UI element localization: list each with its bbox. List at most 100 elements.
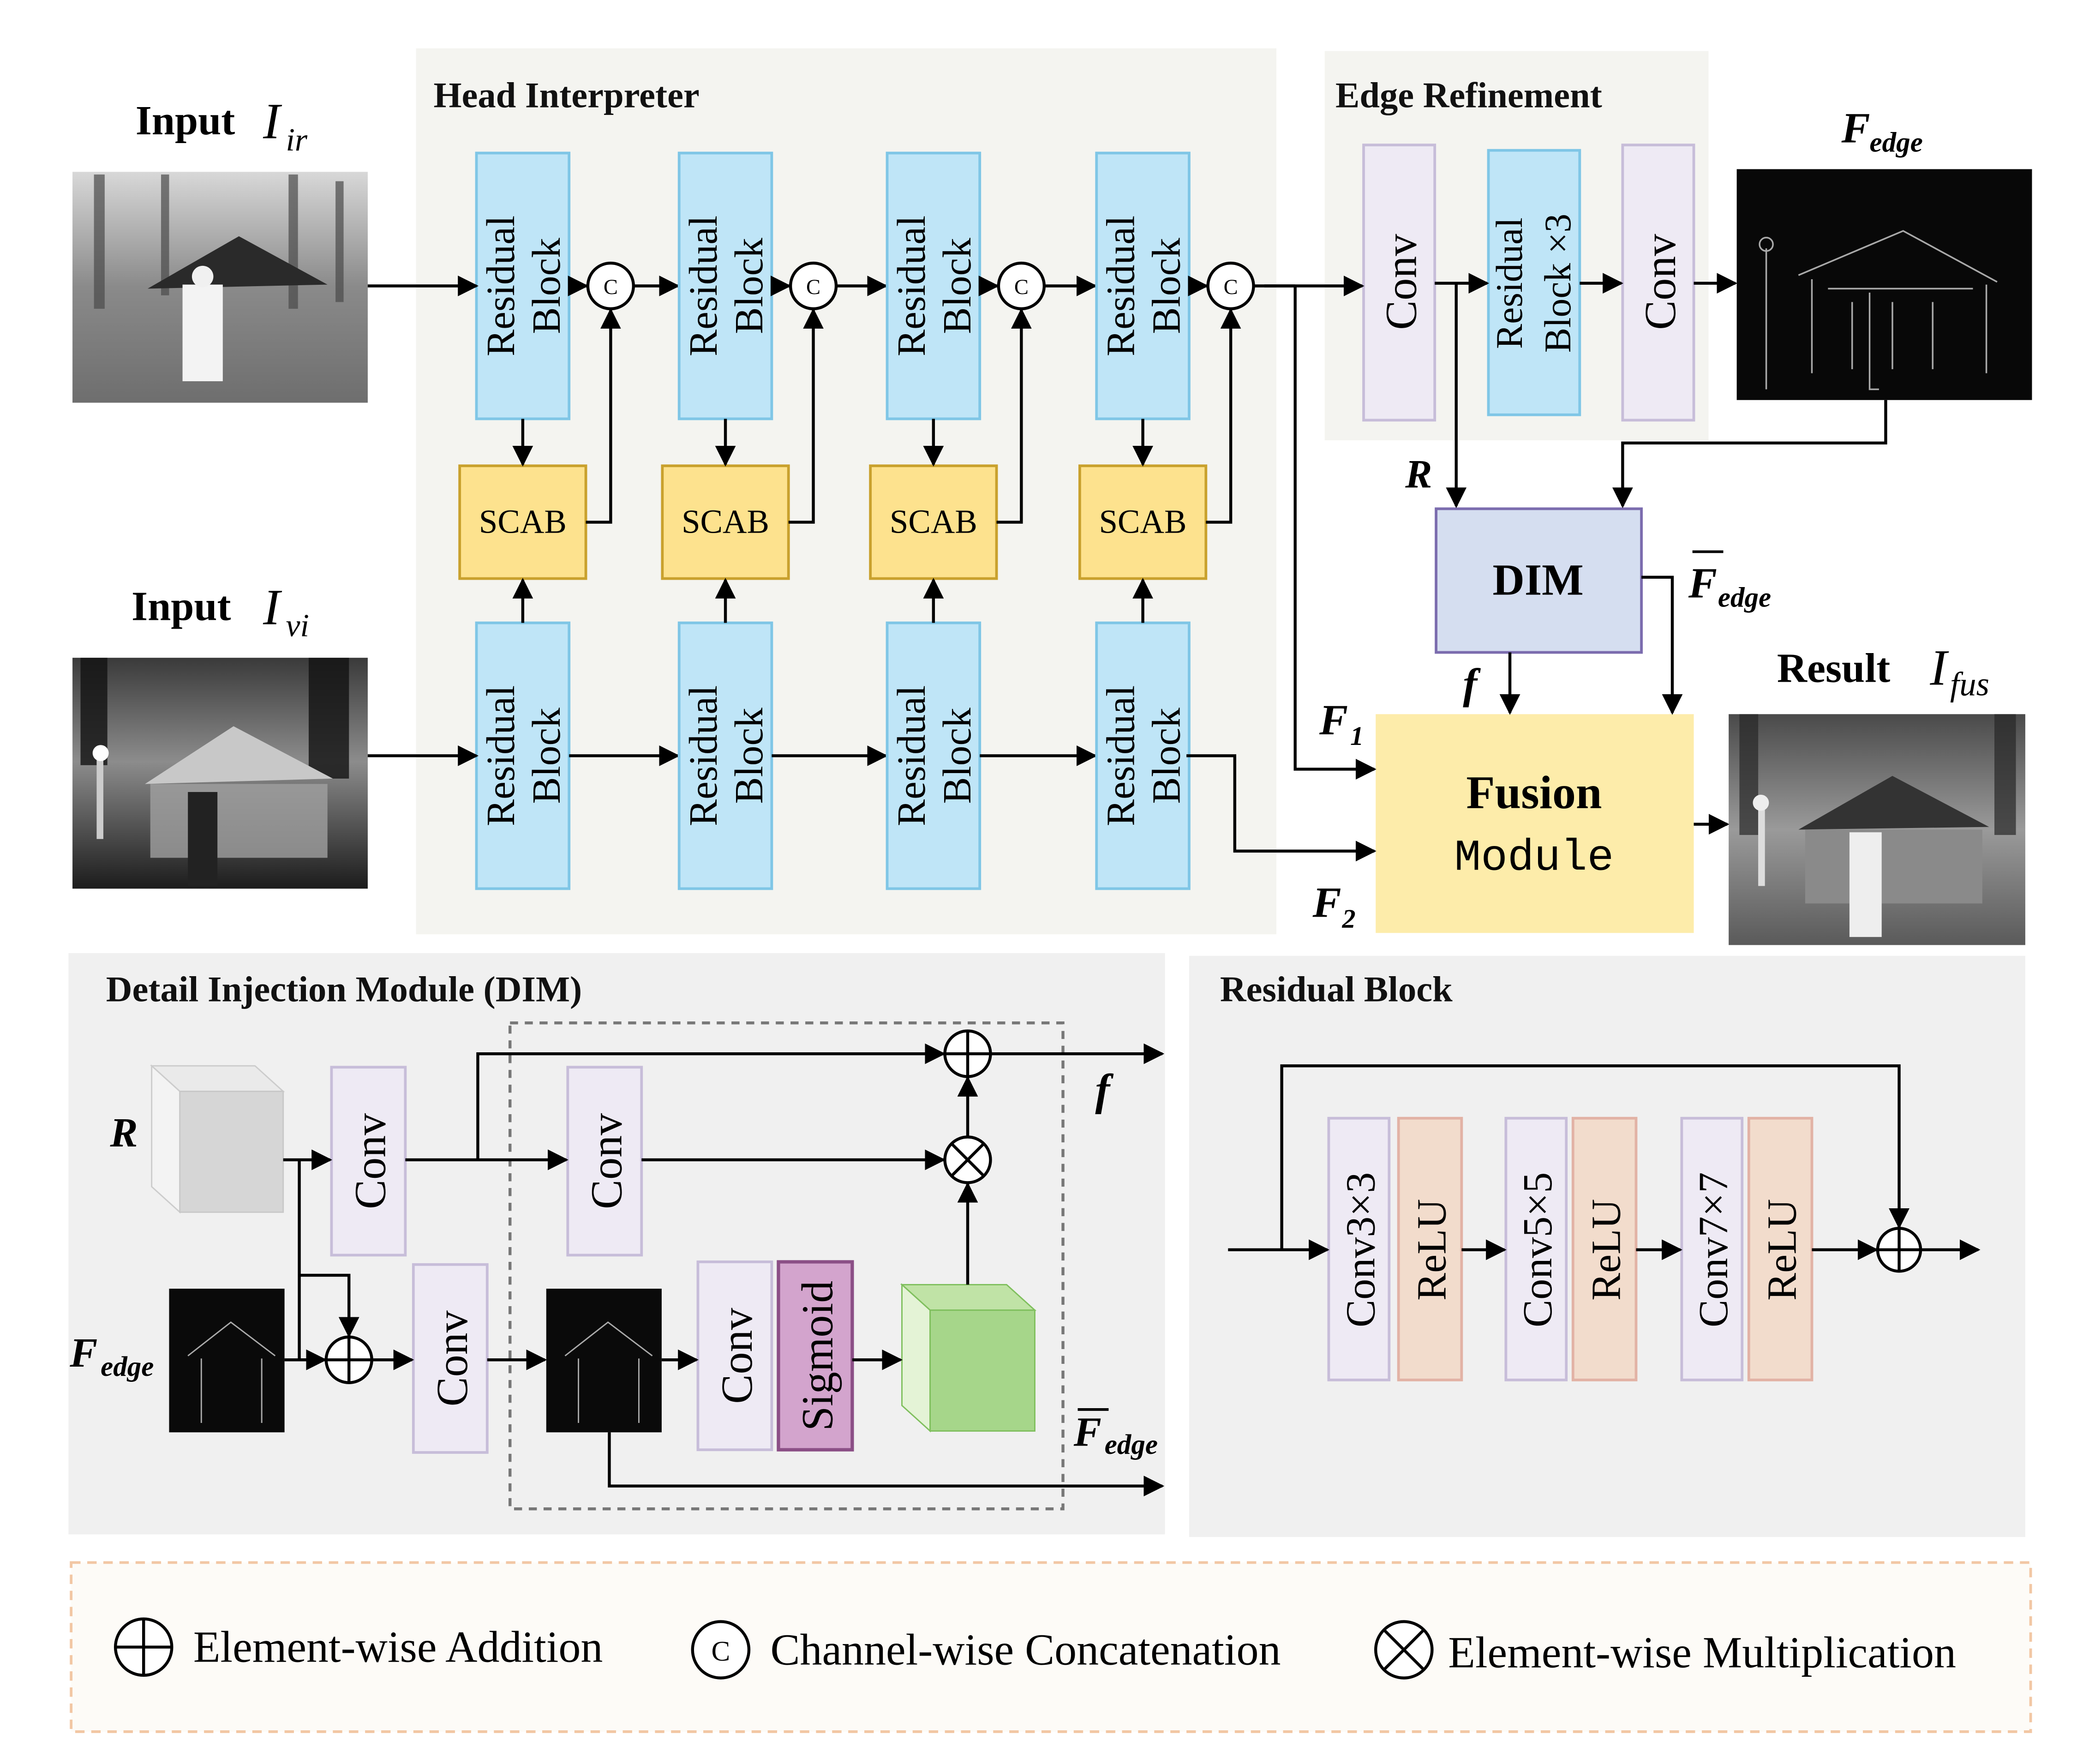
rb-wires [1228,1064,1981,1260]
dim-panel-title: Detail Injection Module (DIM) [106,969,582,1009]
ir-symbol: I [263,93,282,150]
residual-block-top-2-l2: Block [726,238,771,334]
fusion-module-l1: Fusion [1466,767,1602,819]
scab-block-3-label: SCAB [890,503,977,540]
edge-residual-x3-l2: Block ×3 [1537,214,1579,353]
scab-block-1-label: SCAB [479,503,567,540]
dim-and-fusion: DIM Fusion Module [1376,507,1694,933]
dim-conv-4 [696,1260,773,1452]
vi-symbol: I [263,579,282,635]
dim-mul-op [943,1135,992,1184]
signal-F1-sub: 1 [1350,721,1364,751]
legend-concat-label: Channel-wise Concatenation [770,1625,1281,1674]
ir-subscript: ir [286,122,308,158]
dim-signal-Fbar-sym: F [1073,1409,1101,1455]
rb-add-op [1876,1227,1922,1273]
concat-op-1-label: C [604,276,618,299]
residual-block-top-4-l2: Block [1144,238,1189,334]
signal-F1-sym: F [1319,696,1348,744]
head-wires-3 [923,276,1097,766]
vi-subscript: vi [286,608,309,644]
rb-relu-2 [1571,1116,1638,1381]
residual-block-top-4 [1095,151,1191,420]
ir-input-label: Input I ir [136,93,308,158]
rb-conv7-label: Conv7×7 [1690,1172,1736,1327]
vi-input-label-text: Input [132,583,231,630]
dim-signal-Fbar-sub: edge [1105,1429,1158,1460]
residual-block-bottom-2-l2: Block [726,708,771,804]
head-wires-1 [512,276,680,766]
signal-R-top: R [1405,451,1432,496]
dim-dashed-region [509,1021,1065,1511]
dim-wires [283,1043,1165,1497]
signal-Fbar-top-sym: F [1688,559,1717,607]
residual-block-top-1-l1: Residual [478,216,523,356]
residual-block-bottom-4-l1: Residual [1098,685,1143,826]
residual-block-bottom-3-l2: Block [934,708,979,804]
rb-relu-2-label: ReLU [1583,1199,1629,1301]
residual-block-top-1 [475,151,571,420]
signal-Fbar-top-sub: edge [1718,582,1771,613]
residual-block-bottom-3-l1: Residual [889,685,934,826]
legend-mul-icon [1374,1620,1434,1680]
dim-signal-R: R [109,1110,138,1156]
result-symbol: I [1929,639,1949,696]
scab-block-4-label: SCAB [1099,503,1187,540]
signal-f-top: f [1463,660,1481,708]
dim-signal-Fedge-sym: F [69,1330,97,1376]
residual-block-bottom-1-l2: Block [524,708,569,804]
dim-conv-3-label: Conv [427,1310,477,1406]
edge-conv-1-label: Conv [1376,234,1425,330]
legend-concat-glyph: C [711,1636,730,1667]
dim-conv-2 [566,1066,643,1257]
dim-add-op-2 [943,1029,992,1078]
residual-block-top-2 [677,151,773,420]
edge-conv-1 [1362,144,1437,422]
dim-conv-4-label: Conv [712,1308,761,1404]
legend-mul-label: Element-wise Multiplication [1448,1627,1956,1677]
signal-F2-sub: 2 [1342,904,1356,934]
ir-input-image [72,172,368,403]
rb-conv5-label: Conv5×5 [1514,1172,1561,1327]
main-wires [367,273,1887,862]
edge-output-label: F edge [1841,104,1922,158]
result-label-text: Result [1777,645,1890,691]
residual-block-bottom-1-l1: Residual [478,685,523,826]
residual-block-bottom-2 [677,621,773,890]
legend-concat-icon: C [691,1620,751,1680]
concat-op-3-label: C [1014,276,1029,299]
attention-map-cube [900,1283,1037,1433]
R-feature-cube [150,1064,285,1214]
edge-conv-2 [1621,144,1695,422]
head-interpreter-title: Head Interpreter [433,75,699,115]
residual-block-top-3-l1: Residual [889,216,934,356]
dim-sigmoid [777,1260,854,1452]
residual-block-top-3-l2: Block [934,238,979,334]
edge-residual-x3-l1: Residual [1488,217,1530,349]
edge-refinement-title: Edge Refinement [1335,75,1602,115]
residual-block-top-4-l1: Residual [1098,216,1143,356]
edge-output-subscript: edge [1870,127,1923,158]
head-wires-2 [715,276,888,766]
residual-block-panel-title: Residual Block [1220,969,1453,1009]
legend: Element-wise Addition C Channel-wise Con… [114,1617,1956,1680]
dim-edge-image-1 [169,1289,285,1433]
fusion-module [1376,714,1694,933]
rb-conv3 [1327,1116,1391,1381]
signal-F2-sym: F [1312,879,1341,927]
rb-conv3-label: Conv3×3 [1337,1172,1383,1327]
dim-block [1435,507,1643,654]
dim-add-op-1 [324,1335,373,1384]
residual-block-bottom-2-l1: Residual [681,685,725,826]
legend-add-label: Element-wise Addition [193,1622,603,1672]
dim-signal-Fedge-sub: edge [101,1351,154,1382]
fusion-module-l2: Module [1455,833,1614,883]
rb-relu-1-label: ReLU [1408,1199,1455,1301]
legend-add-icon [114,1617,174,1677]
fusion-result-image [1729,714,2025,945]
dim-conv-1-label: Conv [346,1113,395,1209]
legend-panel [70,1561,2032,1733]
residual-block-top-3 [886,151,982,420]
edge-refinement-blocks: Conv Residual Block ×3 Conv [1362,144,1695,422]
